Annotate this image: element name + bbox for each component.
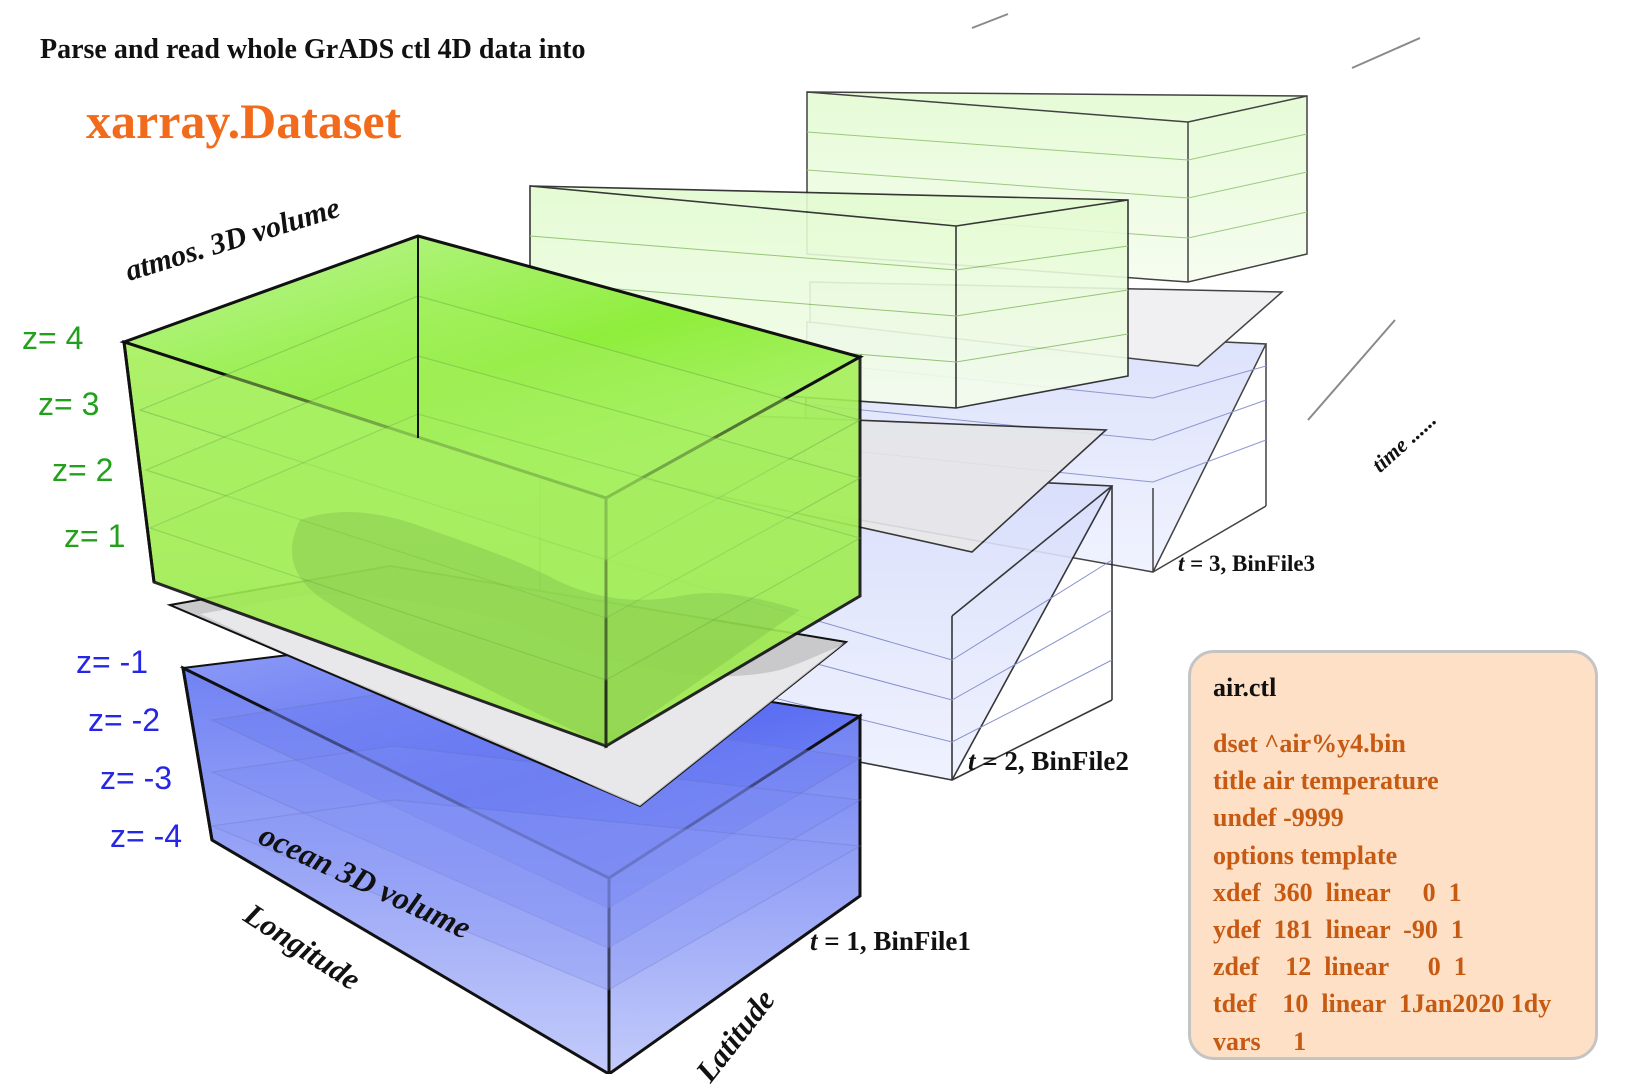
time-step-1-file: = 1, BinFile1 xyxy=(817,926,971,956)
time-axis-lines xyxy=(971,13,1421,421)
z-level-ocean-2: z= -2 xyxy=(88,702,161,738)
z-level-atmos-4: z= 4 xyxy=(22,320,84,356)
time-step-2-file: = 2, BinFile2 xyxy=(975,746,1129,776)
ctl-line: options template xyxy=(1213,840,1398,870)
volume-t1 xyxy=(119,234,864,1074)
z-level-atmos-1: z= 1 xyxy=(64,518,126,554)
time-step-2-t: t xyxy=(968,746,976,776)
ctl-line: tdef 10 linear 1Jan2020 1dy xyxy=(1213,989,1552,1019)
time-step-3-label: t = 3, BinFile3 xyxy=(1178,552,1315,575)
atmos-volume xyxy=(119,234,864,749)
z-level-atmos-3: z= 3 xyxy=(38,386,100,422)
z-level-ocean-4: z= -4 xyxy=(110,818,183,854)
ctl-line: dset ^air%y4.bin xyxy=(1213,729,1406,758)
ctl-line: zdef 12 linear 0 1 xyxy=(1213,952,1467,982)
z-level-atmos-2: z= 2 xyxy=(52,452,114,488)
time-step-3-file: = 3, BinFile3 xyxy=(1184,551,1316,576)
dataset-name-title: xarray.Dataset xyxy=(86,93,402,149)
z-level-ocean-3: z= -3 xyxy=(100,760,173,796)
ocean-volume xyxy=(179,640,863,1074)
time-step-1-label: t = 1, BinFile1 xyxy=(810,928,971,955)
z-level-ocean-1: z= -1 xyxy=(76,644,149,680)
time-step-3-t: t xyxy=(1178,551,1185,576)
ctl-file-name: air.ctl xyxy=(1213,673,1277,702)
ctl-descriptor-box: air.ctl dset ^air%y4.bin title air tempe… xyxy=(1188,650,1598,1060)
diagram-heading: Parse and read whole GrADS ctl 4D data i… xyxy=(40,34,586,65)
time-step-1-t: t xyxy=(810,926,818,956)
ctl-line: xdef 360 linear 0 1 xyxy=(1213,877,1462,907)
ctl-line: undef -9999 xyxy=(1213,803,1344,833)
ctl-line: vars 1 xyxy=(1213,1026,1307,1056)
ctl-file-lines: dset ^air%y4.bin title air temperature u… xyxy=(1213,725,1551,1060)
ctl-line: ydef 181 linear -90 1 xyxy=(1213,914,1464,944)
time-step-2-label: t = 2, BinFile2 xyxy=(968,748,1129,775)
ctl-line: title air temperature xyxy=(1213,766,1439,796)
